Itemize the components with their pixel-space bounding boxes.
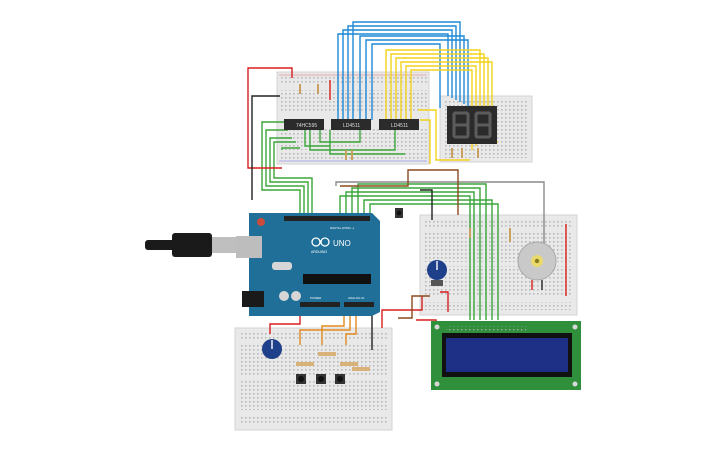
pushbutton-bottom-3[interactable] [335,374,345,384]
lcd-16x2[interactable] [431,321,581,390]
resistor-motor[interactable] [469,228,511,242]
power-label: POWER [310,296,322,300]
wires-green[interactable] [261,121,499,320]
breadboard-bottom[interactable] [234,327,393,431]
power-jack [242,291,264,307]
shift-register-3[interactable]: LD4511 [379,119,419,130]
pushbutton-bottom-1[interactable] [296,374,306,384]
shift-register-1[interactable]: 74HC595 [284,119,324,130]
arduino-logo-icon [311,237,330,247]
resistors-seg[interactable] [451,148,479,158]
reset-button-icon[interactable] [257,218,265,226]
power-header [300,302,340,307]
usb-cable[interactable] [145,233,236,257]
pushbutton-bottom-2[interactable] [316,374,326,384]
digital-label: DIGITAL (PWM ~) [330,226,354,230]
analog-label: ANALOG IN [348,296,364,300]
chip-label-3: LD4511 [391,123,408,129]
dc-motor[interactable] [517,241,557,290]
atmega-chip [303,274,371,284]
chip-label-1: 74HC595 [296,123,317,129]
uno-label: UNO [333,239,351,248]
arduino-brand: ARDUINO [311,250,327,254]
wires-misc[interactable] [251,95,545,350]
shift-register-2[interactable]: LD4511 [331,119,371,130]
resistors-bottom[interactable] [296,352,370,371]
arduino-uno-board[interactable]: UNO ARDUINO DIGITAL (PWM ~) POWER ANALOG… [236,213,380,316]
pushbutton-top[interactable] [395,208,403,218]
wires-red[interactable] [247,67,567,334]
digital-header [284,216,370,221]
potentiometer-bottom[interactable] [262,339,282,359]
resistors-top[interactable] [299,84,353,160]
usb-port [236,236,262,258]
seven-segment-display[interactable]: 88 [0,0,497,144]
analog-header [344,302,374,307]
potentiometer-right[interactable] [427,260,447,286]
chip-label-2: LD4511 [343,123,360,129]
